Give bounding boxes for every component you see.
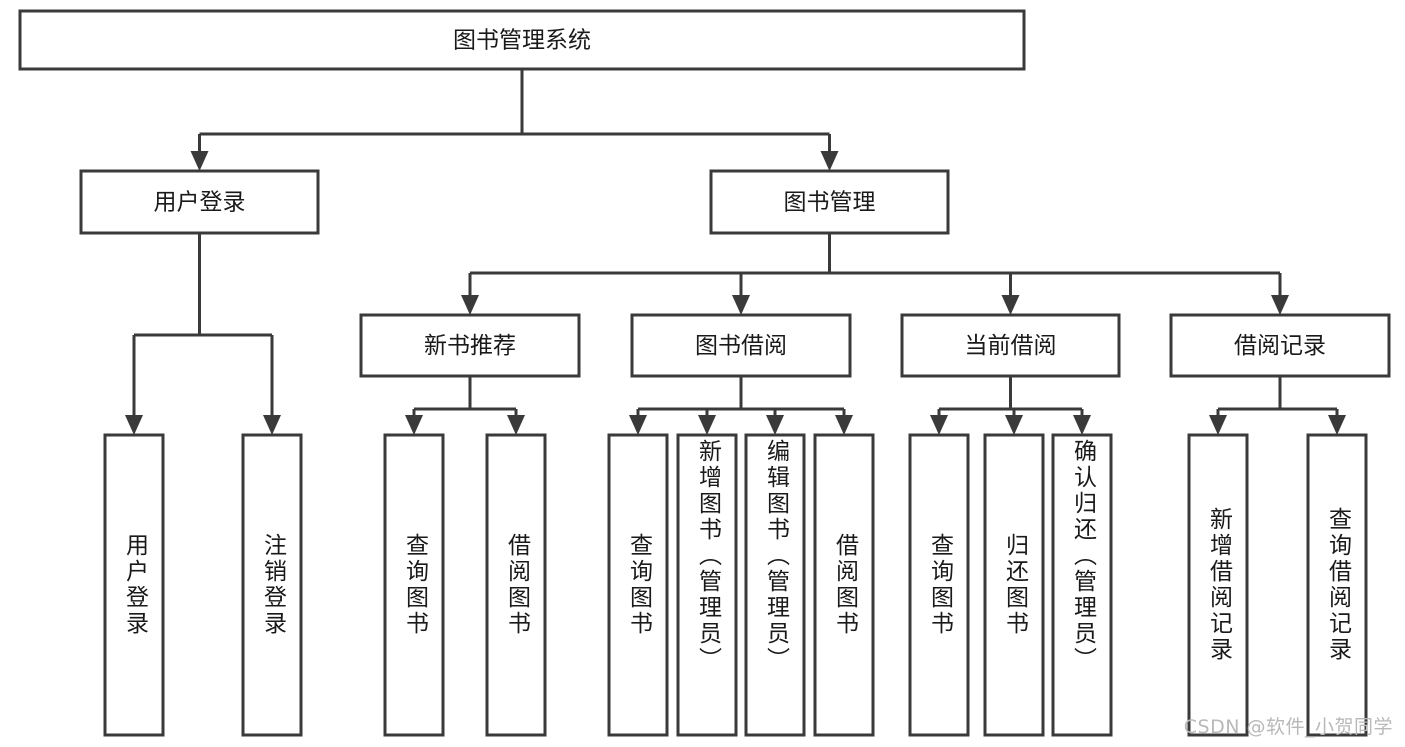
arrow-down-icon bbox=[820, 151, 839, 171]
arrow-down-icon bbox=[405, 415, 423, 435]
node-box-book-borrow[interactable] bbox=[630, 313, 852, 378]
node-label-borrow-record: 借阅记录 bbox=[1234, 333, 1326, 359]
arrow-down-icon bbox=[1005, 415, 1023, 435]
node-borrow-record[interactable]: 借阅记录 bbox=[1169, 313, 1391, 378]
node-box-leaf-query-book-2[interactable] bbox=[607, 433, 669, 737]
node-box-user-login[interactable] bbox=[79, 169, 320, 235]
node-leaf-user-login[interactable] bbox=[103, 433, 165, 737]
node-book-manage[interactable]: 图书管理 bbox=[709, 169, 950, 235]
arrow-down-icon bbox=[629, 415, 647, 435]
node-label-current-borrow: 当前借阅 bbox=[965, 333, 1057, 359]
arrow-down-icon bbox=[732, 295, 750, 315]
node-leaf-query-book-2[interactable] bbox=[607, 433, 669, 737]
node-box-root[interactable] bbox=[18, 9, 1026, 71]
node-label-book-manage: 图书管理 bbox=[784, 190, 876, 216]
arrow-down-icon bbox=[125, 415, 143, 435]
node-leaf-query-record[interactable] bbox=[1306, 433, 1368, 737]
node-box-leaf-query-book-3[interactable] bbox=[908, 433, 970, 737]
node-box-new-book-recommend[interactable] bbox=[359, 313, 581, 378]
node-current-borrow[interactable]: 当前借阅 bbox=[900, 313, 1121, 378]
node-label-book-borrow: 图书借阅 bbox=[695, 333, 787, 359]
node-leaf-query-book-1[interactable] bbox=[383, 433, 445, 737]
connector-layer bbox=[125, 69, 1346, 435]
node-label-root: 图书管理系统 bbox=[453, 28, 591, 54]
arrow-down-icon bbox=[1209, 415, 1227, 435]
arrow-down-icon bbox=[461, 295, 479, 315]
arrow-down-icon bbox=[930, 415, 948, 435]
csdn-watermark: CSDN @软件_小贺同学 bbox=[1183, 716, 1393, 738]
node-box-leaf-query-book-1[interactable] bbox=[383, 433, 445, 737]
node-new-book-recommend[interactable]: 新书推荐 bbox=[359, 313, 581, 378]
arrow-down-icon bbox=[1001, 295, 1020, 315]
node-box-leaf-confirm-return[interactable] bbox=[1051, 433, 1113, 737]
node-leaf-borrow-book-2[interactable] bbox=[813, 433, 875, 737]
node-box-leaf-return-book[interactable] bbox=[983, 433, 1045, 737]
node-leaf-add-book[interactable] bbox=[676, 433, 738, 737]
node-box-book-manage[interactable] bbox=[709, 169, 950, 235]
node-root[interactable]: 图书管理系统 bbox=[18, 9, 1026, 71]
node-leaf-add-record[interactable] bbox=[1187, 433, 1249, 737]
node-leaf-return-book[interactable] bbox=[983, 433, 1045, 737]
arrow-down-icon bbox=[1073, 415, 1091, 435]
node-leaf-query-book-3[interactable] bbox=[908, 433, 970, 737]
node-book-borrow[interactable]: 图书借阅 bbox=[630, 313, 852, 378]
node-box-current-borrow[interactable] bbox=[900, 313, 1121, 378]
node-box-leaf-add-book[interactable] bbox=[676, 433, 738, 737]
node-leaf-borrow-book-1[interactable] bbox=[485, 433, 547, 737]
node-box-leaf-query-record[interactable] bbox=[1306, 433, 1368, 737]
node-box-leaf-borrow-book-1[interactable] bbox=[485, 433, 547, 737]
node-box-leaf-user-login[interactable] bbox=[103, 433, 165, 737]
arrow-down-icon bbox=[190, 151, 209, 171]
node-leaf-confirm-return[interactable] bbox=[1051, 433, 1113, 737]
node-leaf-edit-book[interactable] bbox=[744, 433, 806, 737]
node-box-leaf-add-record[interactable] bbox=[1187, 433, 1249, 737]
node-box-leaf-borrow-book-2[interactable] bbox=[813, 433, 875, 737]
arrow-down-icon bbox=[1328, 415, 1346, 435]
node-user-login[interactable]: 用户登录 bbox=[79, 169, 320, 235]
arrow-down-icon bbox=[835, 415, 853, 435]
node-leaf-logout[interactable] bbox=[241, 433, 303, 737]
node-box-leaf-logout[interactable] bbox=[241, 433, 303, 737]
node-box-borrow-record[interactable] bbox=[1169, 313, 1391, 378]
arrow-down-icon bbox=[1271, 295, 1289, 315]
node-label-user-login: 用户登录 bbox=[154, 190, 246, 216]
arrow-down-icon bbox=[507, 415, 525, 435]
node-box-leaf-edit-book[interactable] bbox=[744, 433, 806, 737]
arrow-down-icon bbox=[263, 415, 281, 435]
arrow-down-icon bbox=[766, 415, 784, 435]
node-label-new-book-recommend: 新书推荐 bbox=[424, 333, 516, 359]
arrow-down-icon bbox=[698, 415, 716, 435]
